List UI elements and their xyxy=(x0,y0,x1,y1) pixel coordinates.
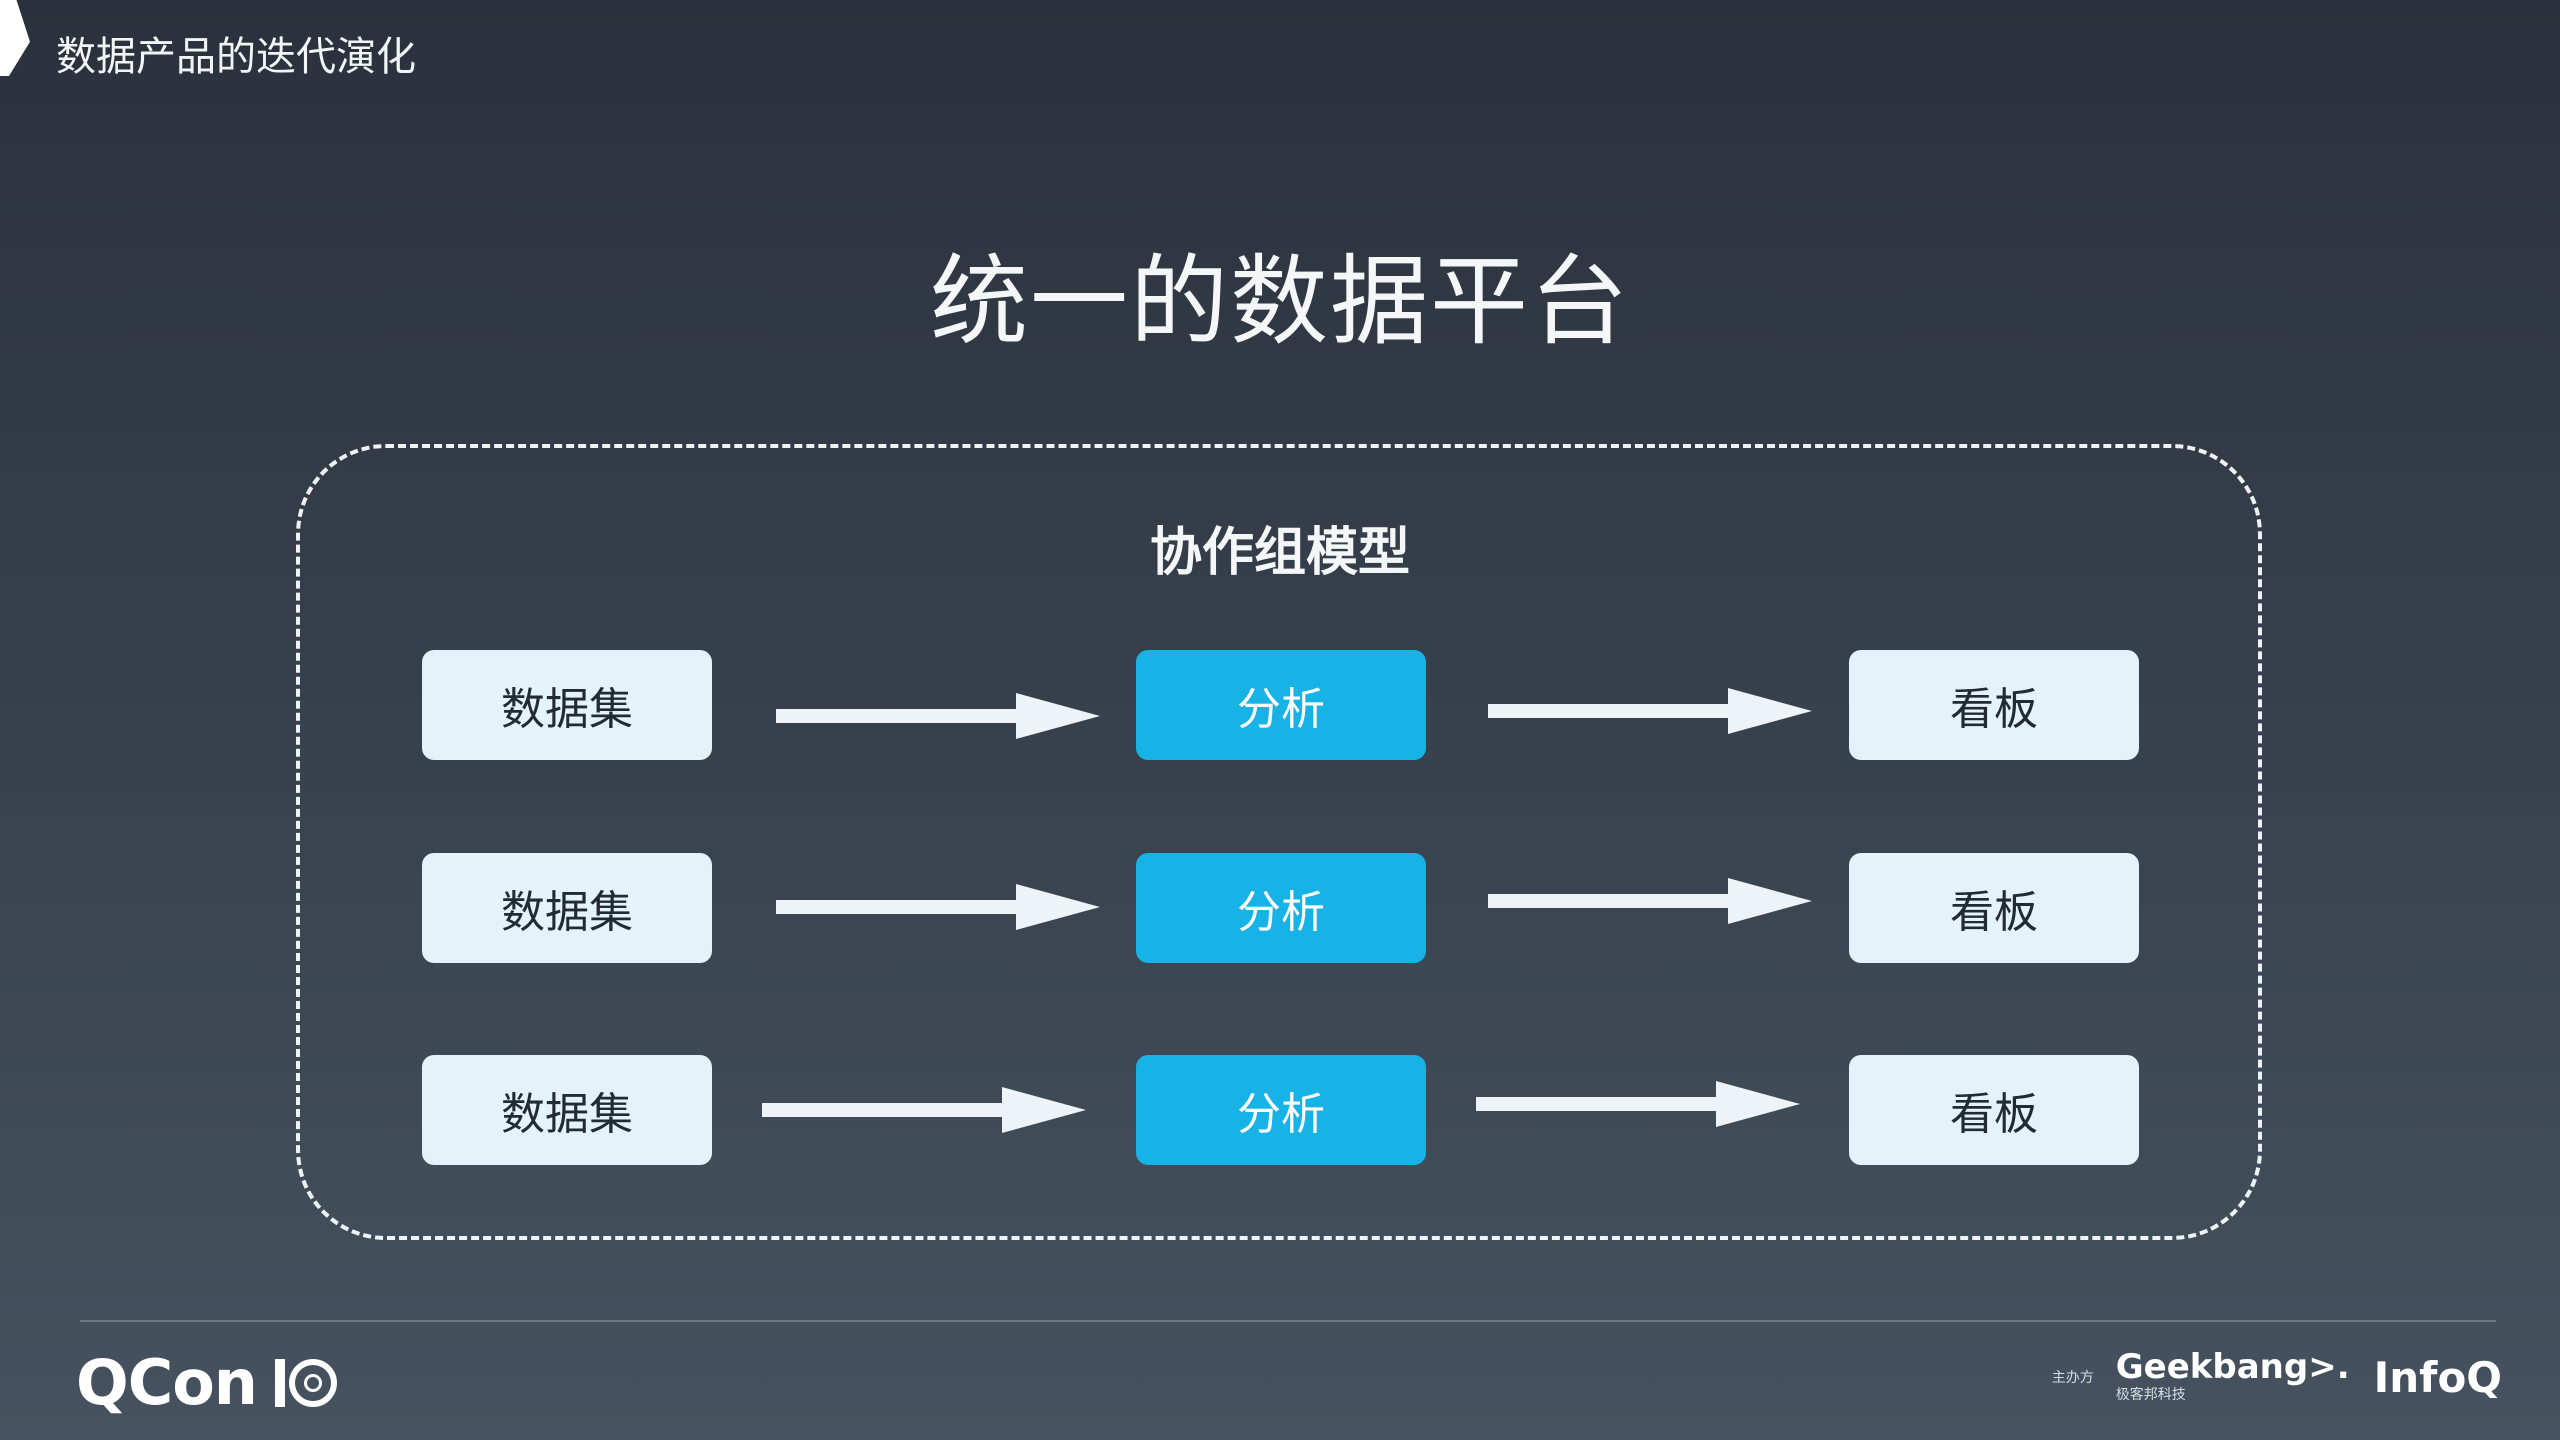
qcon-logo: QCon xyxy=(76,1346,337,1419)
geekbang-logo: Geekbang>. 极客邦科技 xyxy=(2116,1350,2350,1404)
dataset-box: 数据集 xyxy=(422,650,712,760)
geekbang-name: Geekbang>. xyxy=(2115,1347,2350,1387)
analysis-box: 分析 xyxy=(1136,853,1426,963)
analysis-box: 分析 xyxy=(1136,650,1426,760)
infoq-logo: InfoQ xyxy=(2373,1352,2502,1402)
arrow-right-icon xyxy=(1476,1081,1800,1127)
slide-title: 统一的数据平台 xyxy=(929,245,1630,359)
dataset-box: 数据集 xyxy=(422,853,712,963)
arrow-right-icon xyxy=(776,884,1100,930)
organizer-label: 主办方 xyxy=(2051,1370,2094,1386)
footer-divider xyxy=(80,1320,2496,1322)
corner-tab xyxy=(0,0,30,76)
section-title: 数据产品的迭代演化 xyxy=(56,34,416,80)
arrow-right-icon xyxy=(762,1087,1086,1133)
platform-frame xyxy=(296,444,2262,1240)
analysis-box: 分析 xyxy=(1136,1055,1426,1165)
group-label: 协作组模型 xyxy=(1149,523,1410,583)
dataset-box: 数据集 xyxy=(422,1055,712,1165)
arrow-right-icon xyxy=(776,693,1100,739)
dashboard-box: 看板 xyxy=(1849,650,2139,760)
sponsor-logos: 主办方 Geekbang>. 极客邦科技 InfoQ xyxy=(2052,1350,2502,1404)
geekbang-subtitle: 极客邦科技 xyxy=(2115,1387,2186,1403)
qcon-brand-text: QCon xyxy=(76,1346,258,1419)
ten-year-icon xyxy=(274,1358,337,1407)
dashboard-box: 看板 xyxy=(1849,1055,2139,1165)
arrow-right-icon xyxy=(1488,878,1812,924)
dashboard-box: 看板 xyxy=(1849,853,2139,963)
arrow-right-icon xyxy=(1488,688,1812,734)
